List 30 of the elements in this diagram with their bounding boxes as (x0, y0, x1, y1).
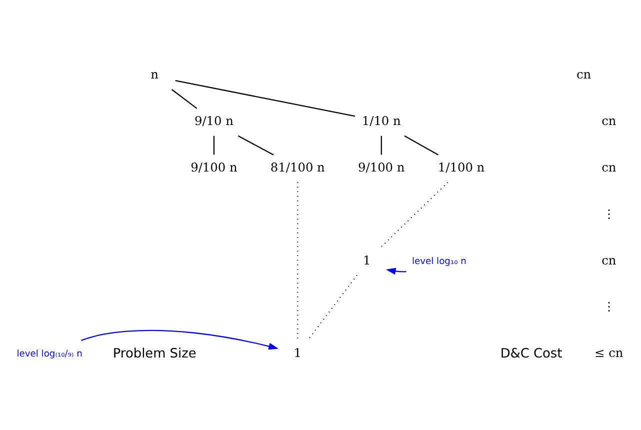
node-text: 9/10 n (194, 114, 234, 128)
node-text: 81/100 n (270, 160, 325, 174)
connector (307, 274, 358, 341)
arrow (81, 330, 279, 350)
node-text: 1/10 n (362, 114, 401, 128)
label: cn (602, 160, 616, 174)
label: cn (602, 253, 616, 268)
node-text: 1 (363, 253, 371, 268)
connector (380, 182, 448, 248)
label: ≤ cn (594, 346, 624, 360)
node-text: n (150, 68, 159, 82)
label: ⋮ (602, 300, 615, 314)
connector (380, 136, 382, 155)
label: cn (576, 68, 592, 82)
label: cn (602, 114, 616, 128)
node-text: 9/100 n (190, 160, 238, 174)
connector (238, 135, 274, 156)
node-text: 1/100 n (438, 160, 485, 174)
label: D&C Cost (500, 346, 562, 362)
connector (213, 136, 215, 155)
label: Problem Size (112, 346, 196, 362)
node-text: level log₍₁₀/₉₎ n (16, 350, 82, 360)
node-text: 1 (294, 346, 302, 360)
connector (404, 135, 438, 156)
connector (171, 89, 198, 109)
node-text: level log₁₀ n (412, 256, 466, 267)
arrow (386, 268, 406, 275)
label: ⋮ (602, 206, 615, 221)
connector (175, 80, 356, 117)
node-text: 9/100 n (358, 160, 405, 174)
